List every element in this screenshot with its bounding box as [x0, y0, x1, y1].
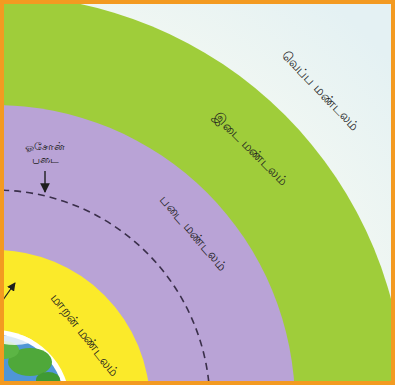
atmosphere-layer: படை மண்டலம்: [153, 190, 232, 277]
earth-land: [4, 335, 60, 381]
layer-name: மாறன் மண்டலம்: [45, 287, 125, 382]
atmosphere-layer: இடை மண்டலம்: [208, 106, 293, 191]
atmosphere-layer: மாறன் மண்டலம்: [45, 287, 125, 382]
stratosphere-band: [4, 105, 295, 381]
mesosphere-band: [4, 4, 391, 381]
earth-halo: [4, 330, 70, 381]
earth-globe: [4, 335, 65, 381]
layer-name: வெப்ப மண்டலம்: [276, 45, 365, 136]
leader-line: [4, 283, 15, 300]
layer-name: படை மண்டலம்: [153, 190, 232, 277]
frame-border: [2, 2, 393, 383]
layer-name: இடை மண்டலம்: [208, 106, 293, 191]
ozone-label: ஓசோன் படை: [17, 140, 73, 166]
ozone-pointer: [44, 171, 45, 192]
troposphere-band: [4, 250, 150, 381]
atmosphere-layer: வெப்ப மண்டலம்: [276, 45, 365, 136]
